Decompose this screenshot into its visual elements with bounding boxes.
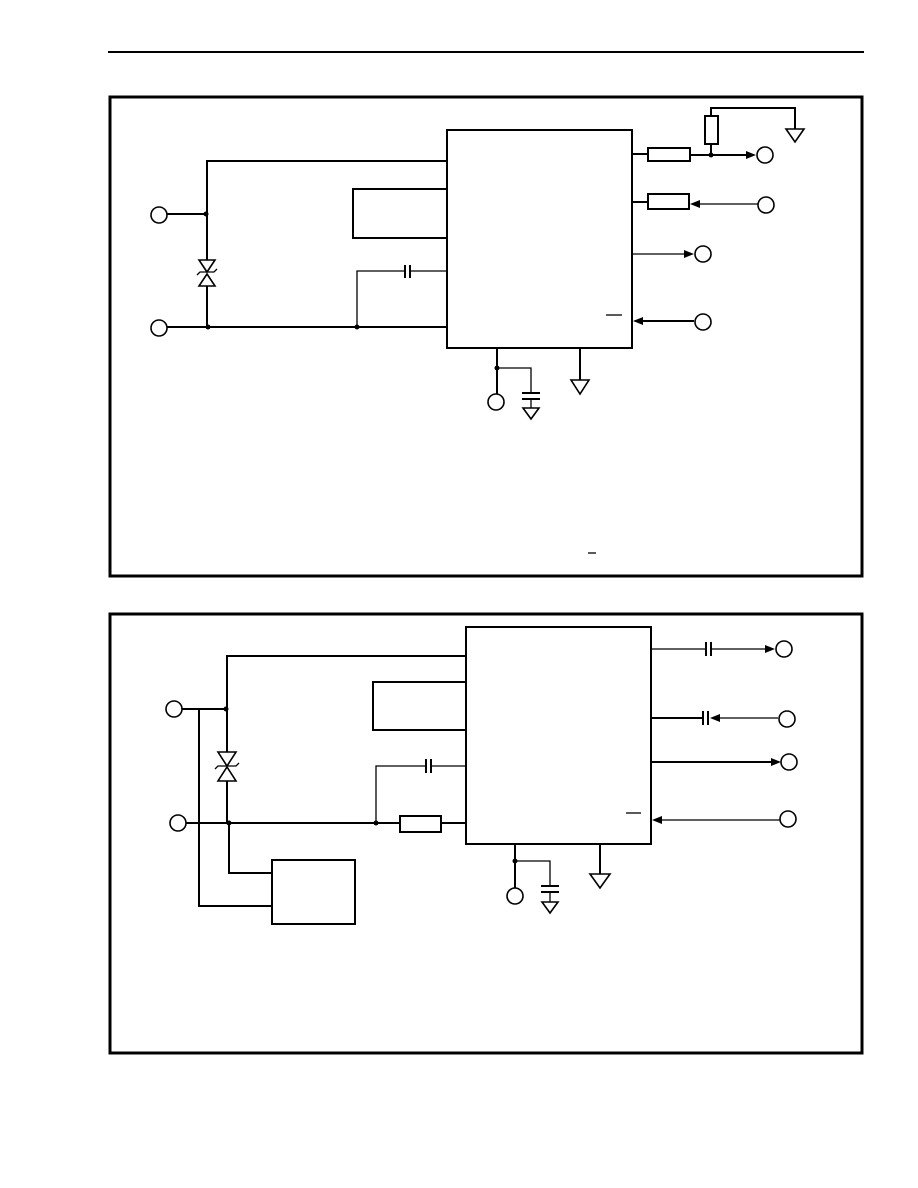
wire [206, 160, 447, 216]
terminal-icon [757, 196, 775, 214]
ground-icon [588, 873, 612, 890]
ic-block [465, 626, 652, 845]
terminal-icon [694, 245, 712, 263]
ground-icon [569, 379, 591, 396]
wire [356, 270, 404, 327]
external-block [271, 859, 356, 925]
capacitor-icon [702, 711, 709, 725]
terminal-icon [778, 710, 796, 728]
wire-loop [352, 188, 447, 239]
terminal-icon [775, 640, 793, 658]
wire [515, 860, 551, 885]
wire [226, 655, 466, 752]
resistor-icon [647, 193, 690, 210]
wire [198, 709, 272, 907]
terminal-icon [694, 313, 712, 331]
arrow-icon [710, 714, 720, 722]
ground-icon [540, 901, 560, 915]
pull-up-resistor-icon [704, 115, 719, 145]
ground-icon [784, 128, 806, 144]
tvs-diode-icon [214, 751, 240, 823]
resistor-icon [399, 815, 442, 833]
arrow-icon [684, 250, 694, 258]
figure-2 [108, 612, 864, 1055]
arrow-icon [765, 645, 775, 653]
wire [710, 107, 796, 129]
arrow-icon [746, 151, 756, 159]
junction-node [205, 324, 211, 330]
capacitor-icon [705, 642, 712, 656]
terminal-icon [169, 814, 187, 832]
capacitor-icon [425, 759, 432, 773]
terminal-icon [756, 146, 774, 164]
terminal-icon [779, 810, 797, 828]
figure-1 [108, 95, 864, 578]
capacitor-icon [404, 265, 411, 278]
wire [228, 823, 272, 874]
terminal-icon [150, 206, 168, 224]
resistor-icon [647, 147, 691, 162]
terminal-icon [165, 700, 183, 718]
wire [375, 765, 425, 823]
wire-loop [372, 681, 466, 731]
wire [497, 367, 532, 392]
arrow-icon [652, 816, 662, 824]
ground-icon [521, 407, 541, 421]
terminal-icon [487, 393, 505, 411]
terminal-icon [506, 887, 524, 905]
ic-block [446, 129, 633, 349]
terminal-icon [150, 319, 168, 337]
arrow-icon [771, 758, 781, 766]
terminal-icon [780, 753, 798, 771]
junction-node [223, 706, 229, 712]
arrow-icon [633, 317, 643, 325]
arrow-icon [690, 200, 700, 208]
tvs-diode-icon [196, 214, 218, 328]
